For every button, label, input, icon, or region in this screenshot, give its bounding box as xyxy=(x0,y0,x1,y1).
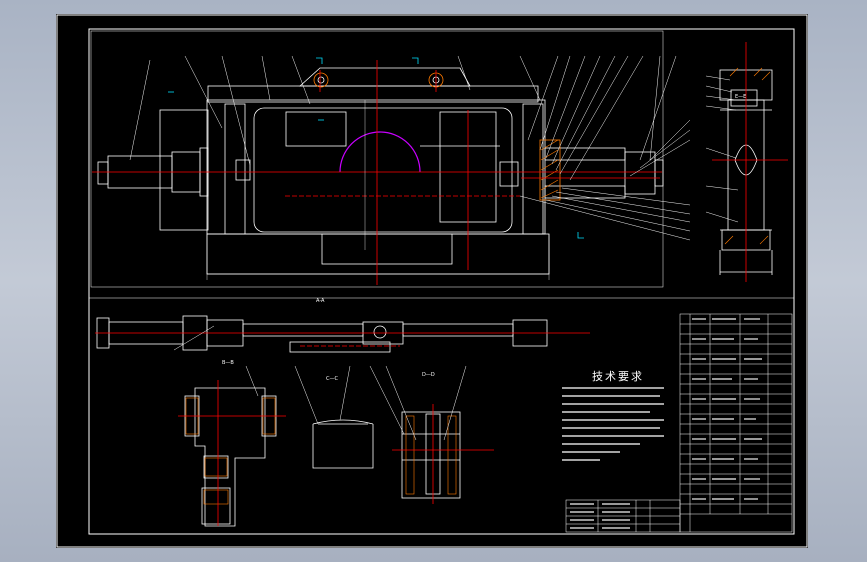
section-label-b: B—B xyxy=(222,360,234,366)
drawing-sheet xyxy=(56,14,808,548)
section-label-a: A-A xyxy=(316,298,325,304)
top-centerlines xyxy=(95,332,590,347)
parts-list-entries xyxy=(570,318,762,529)
side-centerlines xyxy=(712,42,788,282)
tech-requirements-lines xyxy=(562,387,664,461)
section-leaders xyxy=(173,325,467,441)
section-cc xyxy=(312,419,374,469)
side-leaders xyxy=(705,75,739,223)
section-label-d: D—D xyxy=(422,372,435,378)
section-dd xyxy=(401,411,461,499)
section-label-c: C—C xyxy=(326,376,338,382)
rotation-arc xyxy=(339,131,421,173)
main-centerlines xyxy=(92,60,662,285)
tech-requirements-title: 技术要求 xyxy=(592,370,644,383)
parts-list xyxy=(565,313,793,533)
main-leaders xyxy=(129,55,691,241)
section-bb xyxy=(184,387,277,527)
main-view-frame xyxy=(90,30,664,288)
section-dd-hatch xyxy=(405,415,457,495)
main-view xyxy=(97,67,664,275)
top-view xyxy=(96,315,548,353)
sheet-border xyxy=(56,14,808,548)
section-centerlines xyxy=(178,380,494,526)
section-label-e: E—E xyxy=(735,94,746,100)
drawing-frame xyxy=(88,28,795,535)
cutting-plane-marks xyxy=(168,57,584,239)
main-dimensions xyxy=(206,100,550,280)
side-hatch xyxy=(724,67,771,245)
